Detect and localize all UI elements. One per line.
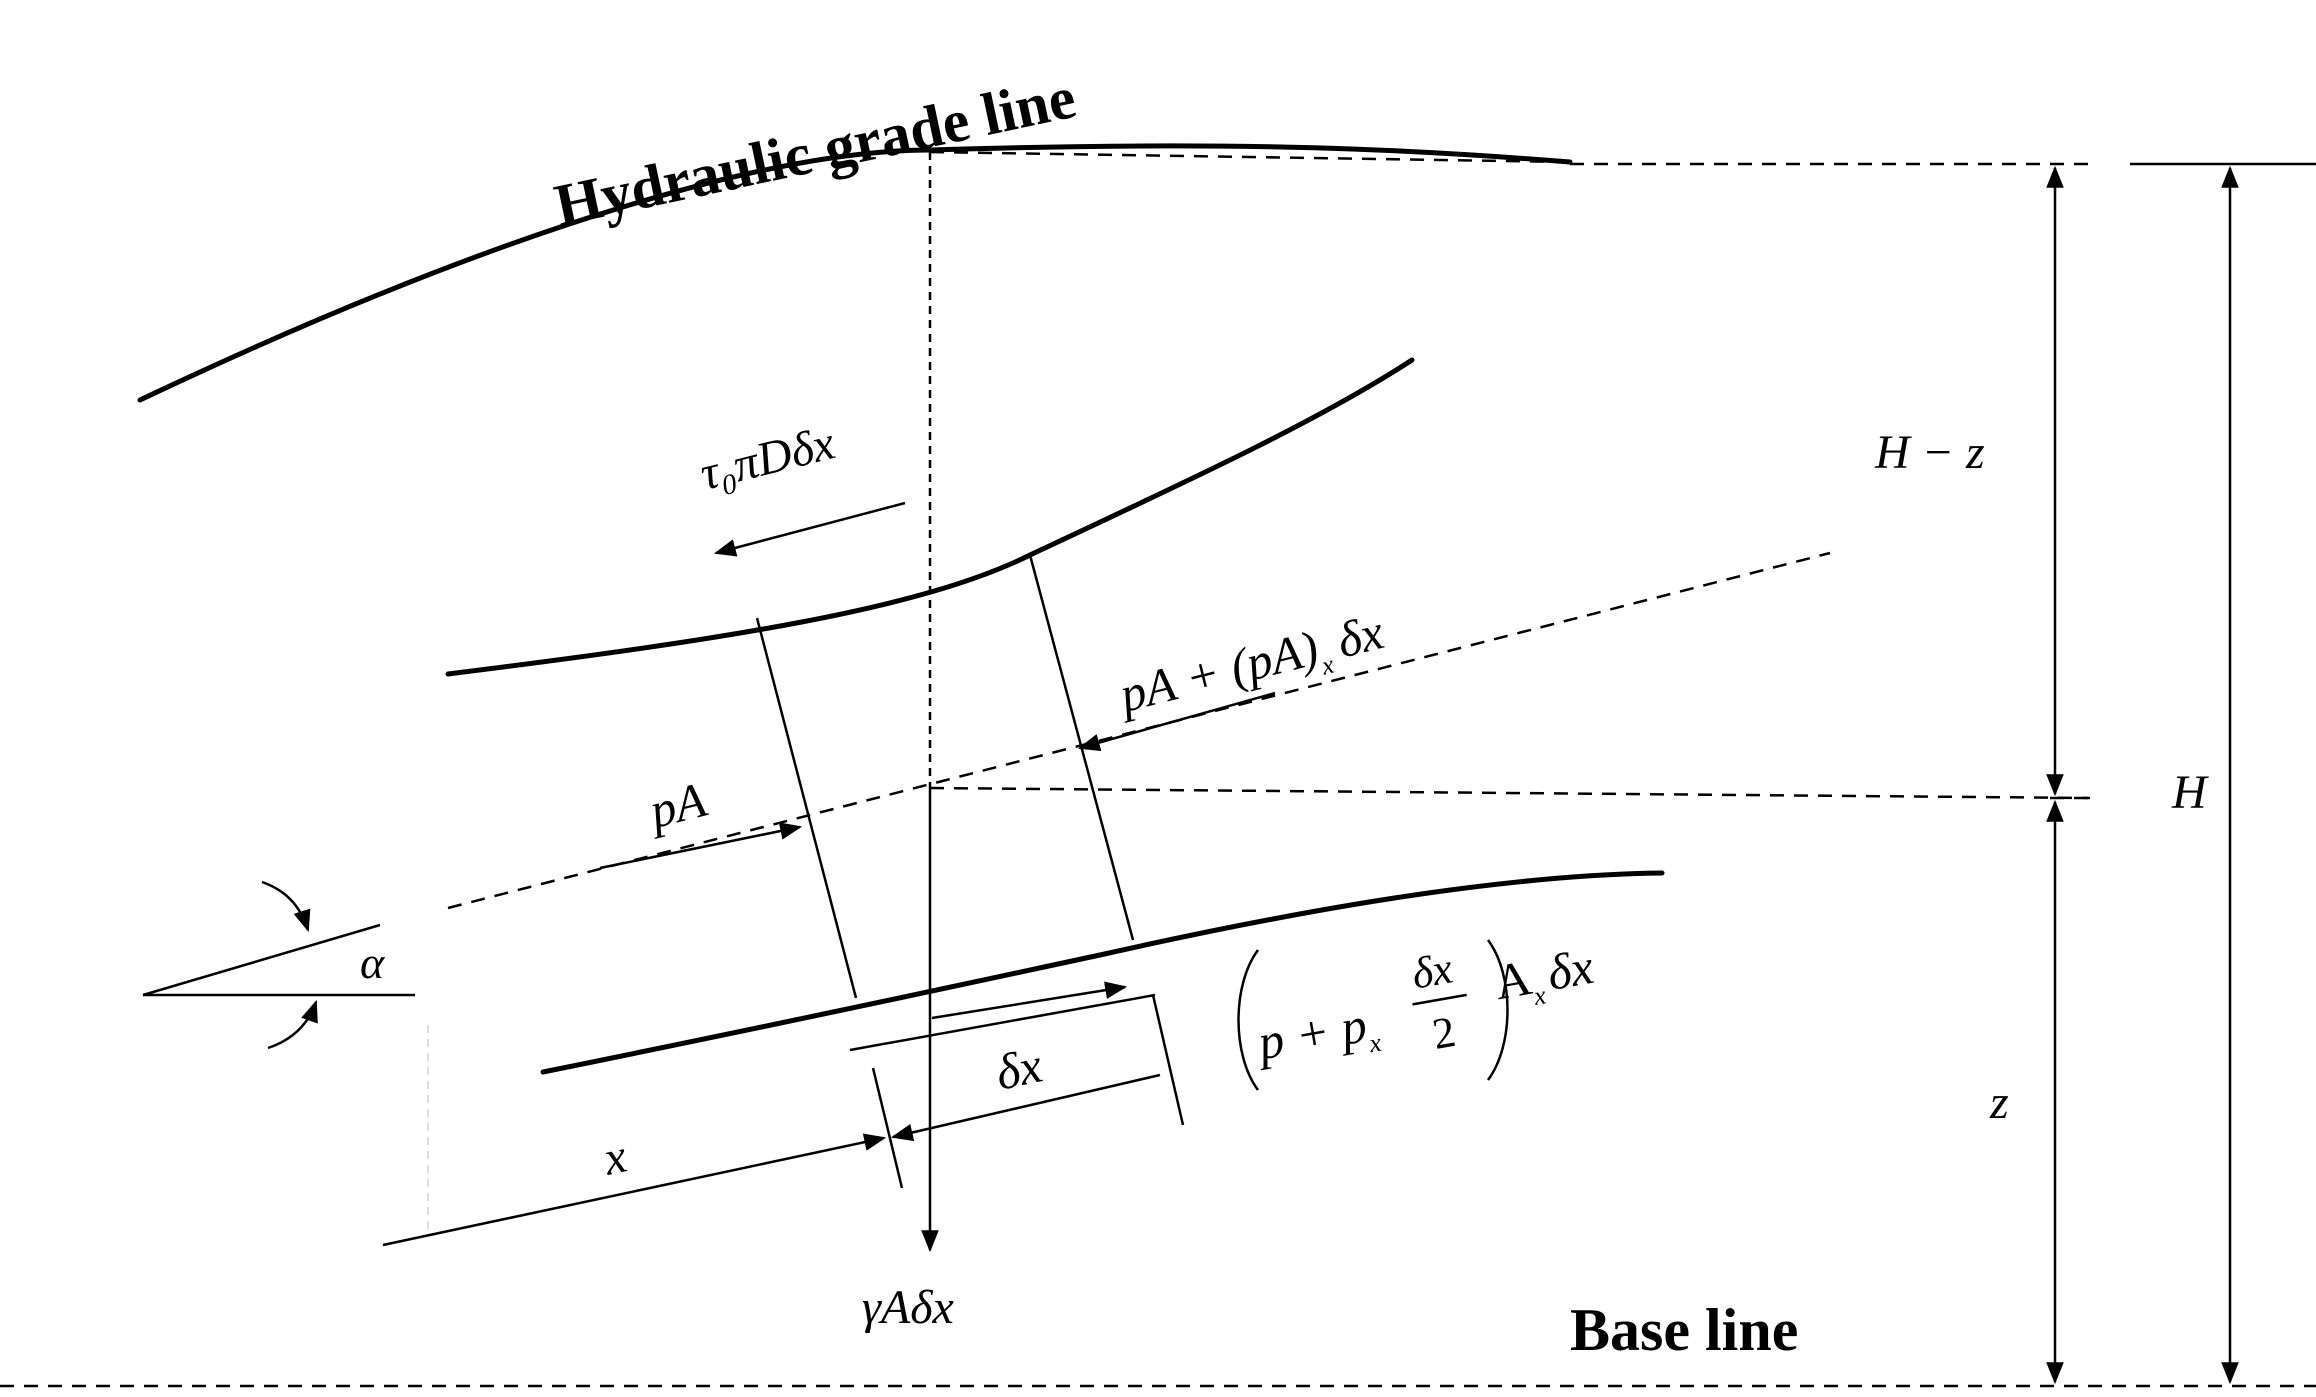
weight-label: γAδx: [862, 1281, 954, 1334]
alpha-bottom-curved-arrow: [267, 999, 318, 1050]
side-force-p-subscript: x: [1366, 1028, 1384, 1059]
alpha-label: α: [360, 937, 385, 988]
hydraulic-grade-line-curve: [137, 143, 1573, 403]
dx-dimension-line: [849, 993, 1156, 1052]
side-force-label: p + px δx 2 Axδx: [1251, 938, 1599, 1078]
pa-inlet-label: pA: [641, 771, 712, 840]
section-left-line: [755, 617, 858, 999]
z-label: z: [1989, 1076, 2009, 1129]
x-dimension-arrow: [382, 1133, 887, 1247]
svg-text:p + px: p + px: [1251, 994, 1384, 1078]
side-force-a-subscript: x: [1531, 980, 1549, 1011]
pa-inlet-arrow: [599, 822, 803, 870]
svg-text:2: 2: [1429, 1007, 1459, 1059]
h-minus-z-label: H − z: [1874, 426, 1985, 479]
dx-dimension-left-tick: [871, 1067, 904, 1189]
centre-level-dashed-line: [929, 786, 2091, 800]
side-force-right-paren: [1486, 939, 1509, 1081]
svg-text:Axδx: Axδx: [1490, 938, 1599, 1017]
side-pressure-arrow: [931, 981, 1128, 1020]
hydraulic-grade-line-label: Hydraulic grade line: [549, 64, 1081, 239]
side-force-left-paren: [1237, 949, 1260, 1091]
alpha-top-curved-arrow: [261, 880, 311, 933]
shear-force-arrow: [713, 501, 906, 557]
pa-outlet-arrow: [1077, 691, 1276, 752]
x-label: x: [598, 1129, 631, 1185]
svg-text:pA + (pA)xδx: pA + (pA)xδx: [1111, 603, 1390, 730]
pipe-centerline-dashed: [447, 551, 1831, 910]
shear-force-label: τ₀πDδx: [695, 416, 840, 500]
h-label: H: [2171, 766, 2209, 819]
dx-dimension-arrow: [890, 1073, 1161, 1142]
pa-outlet-label: pA + (pA)xδx: [1111, 603, 1390, 730]
base-line-label: Base line: [1570, 1297, 1798, 1363]
dx-dimension-right-tick: [1151, 994, 1185, 1126]
alpha-incline-ref: [142, 923, 381, 997]
pipe-lower-wall: [540, 870, 1665, 1075]
svg-text:δx: δx: [1408, 943, 1456, 998]
pipe-upper-wall: [445, 357, 1415, 677]
hgl-level-dashed-line: [929, 150, 1571, 164]
dx-label: δx: [991, 1037, 1047, 1101]
